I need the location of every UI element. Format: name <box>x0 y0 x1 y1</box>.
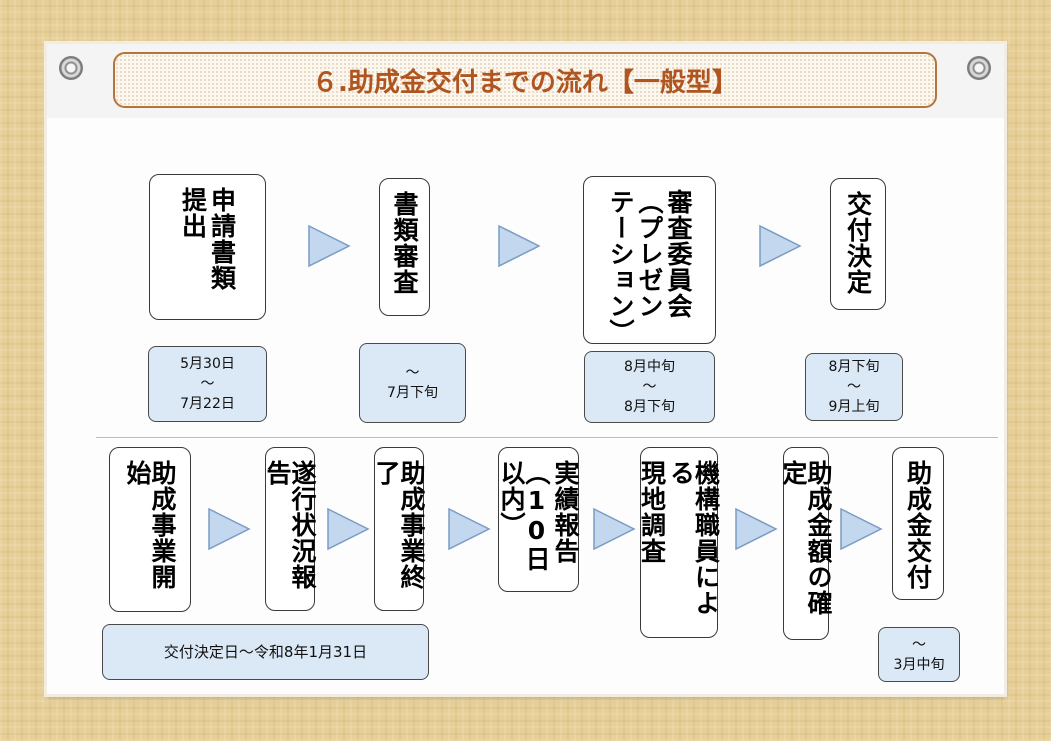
arrow-right-icon <box>840 507 883 551</box>
step-text: 助成事業開始 <box>123 460 177 590</box>
date-box-review-committee: 8月中旬 ～ 8月下旬 <box>584 351 715 423</box>
step-text-line-1: 申請書類 <box>207 187 237 291</box>
step-text: 助成事業終了 <box>372 460 426 590</box>
step-text: 遂行状況報告 <box>263 460 317 590</box>
date-line: ～ <box>200 376 215 392</box>
grommet-left-icon <box>59 56 83 80</box>
step-text-line-1: 審査委員会 <box>664 189 693 319</box>
step-project-end: 助成事業終了 <box>372 447 426 611</box>
step-text: 交付決定 <box>843 191 873 295</box>
step-text: 助成金額の確定 <box>779 460 833 616</box>
date-line: 8月中旬 <box>624 359 675 375</box>
arrow-right-icon <box>759 224 802 268</box>
step-text-line-1: 機構職員による <box>666 460 721 616</box>
step-text-line-2: （10日以内） <box>497 460 551 572</box>
step-text: 書類審査 <box>390 191 419 295</box>
step-text-line-2: 現地調査 <box>637 460 667 564</box>
arrow-right-icon <box>208 507 251 551</box>
arrow-right-icon <box>308 224 351 268</box>
date-box-grant-payment: ～ 3月中旬 <box>878 627 960 682</box>
page-title-box: ６.助成金交付までの流れ【一般型】 <box>113 52 937 108</box>
arrow-right-icon <box>498 224 541 268</box>
step-onsite-inspection: 機構職員による 現地調査 <box>637 447 721 638</box>
step-review-committee: 審査委員会 （プレゼン テーション） <box>583 176 716 345</box>
step-project-start: 助成事業開始 <box>109 447 191 612</box>
slide-sheet: ６.助成金交付までの流れ【一般型】 申請書類 提出 書類審査 審査委員会 （プレ… <box>47 44 1004 694</box>
row-divider <box>96 437 998 438</box>
step-text-line-3: テーション） <box>606 189 635 345</box>
step-application-submission: 申請書類 提出 <box>149 174 266 320</box>
date-box-document-review: ～ 7月下旬 <box>359 343 466 423</box>
step-document-review: 書類審査 <box>379 178 430 316</box>
date-line: ～ <box>642 379 657 395</box>
arrow-right-icon <box>735 507 778 551</box>
date-line: 3月中旬 <box>893 656 945 673</box>
date-line: ～ <box>912 636 926 653</box>
step-results-report: 実績報告 （10日以内） <box>497 447 580 592</box>
date-line: 8月下旬 <box>624 399 675 415</box>
date-line: 8月下旬 <box>828 359 880 375</box>
step-grant-payment: 助成金交付 <box>892 447 944 600</box>
arrow-right-icon <box>327 507 370 551</box>
step-text-line-2: （プレゼン <box>635 189 664 319</box>
date-box-project-period: 交付決定日～令和8年1月31日 <box>102 624 429 680</box>
step-grant-decision: 交付決定 <box>830 178 886 310</box>
step-amount-confirmation: 助成金額の確定 <box>779 447 833 640</box>
arrow-right-icon <box>593 507 636 551</box>
grommet-right-icon <box>967 56 991 80</box>
step-text: 助成金交付 <box>903 460 933 590</box>
date-line: 7月下旬 <box>387 385 438 401</box>
date-line: ～ <box>405 365 420 381</box>
step-progress-report: 遂行状況報告 <box>263 447 317 611</box>
date-line: 交付決定日～令和8年1月31日 <box>163 643 368 661</box>
date-line: 5月30日 <box>180 356 235 372</box>
date-line: 9月上旬 <box>828 399 880 415</box>
date-box-grant-decision: 8月下旬 ～ 9月上旬 <box>805 353 903 421</box>
page-title: ６.助成金交付までの流れ【一般型】 <box>312 67 738 98</box>
arrow-right-icon <box>448 507 491 551</box>
date-line: ～ <box>847 379 861 395</box>
date-line: 7月22日 <box>180 396 235 412</box>
date-box-application: 5月30日 ～ 7月22日 <box>148 346 267 422</box>
step-text-line-1: 実績報告 <box>551 460 580 564</box>
step-text-line-2: 提出 <box>178 187 208 239</box>
